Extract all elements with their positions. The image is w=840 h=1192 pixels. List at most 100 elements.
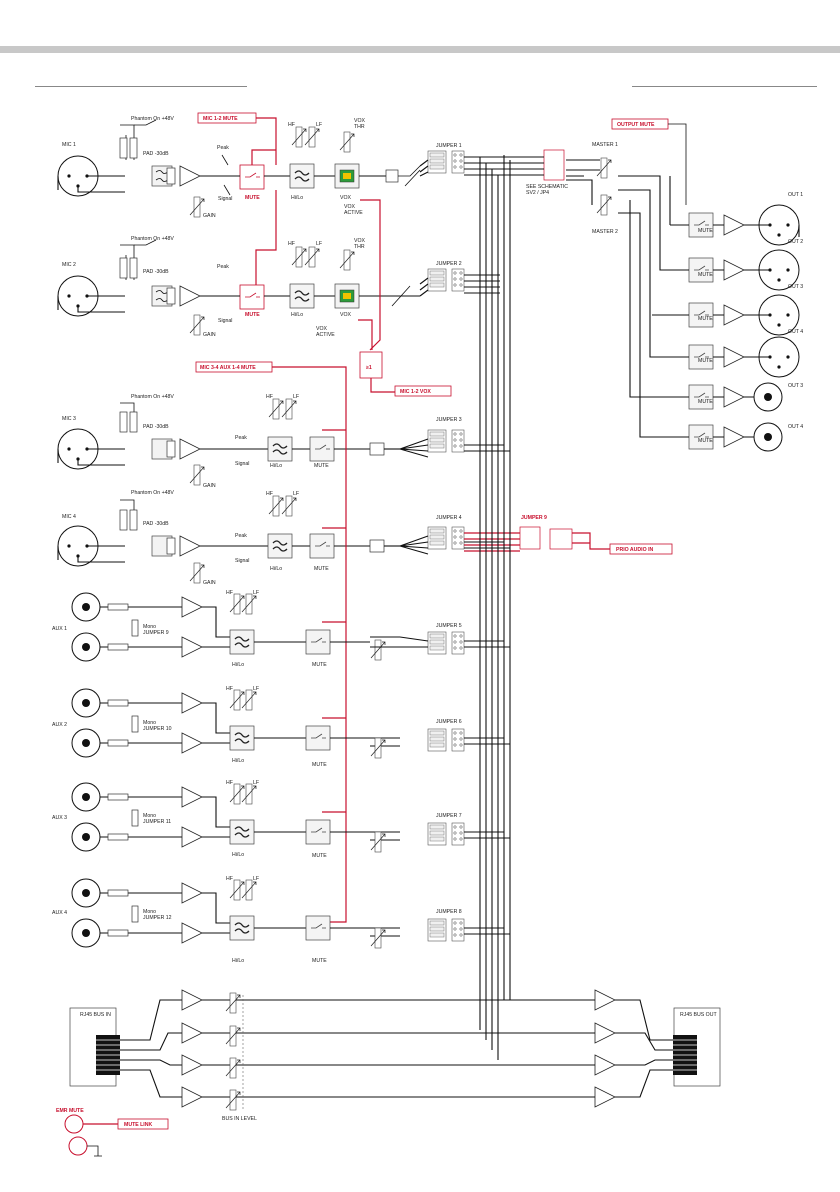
svg-text:VOX: VOX: [344, 204, 355, 210]
mic3-channel: MIC 3 Phantom On +48V PAD -30dB Peak Sig…: [57, 394, 400, 489]
phantom-label: Phantom On +48V: [131, 116, 174, 122]
svg-text:MUTE: MUTE: [245, 312, 260, 318]
mic12-mute-tag: MIC 1-2 MUTE: [203, 116, 238, 122]
svg-text:JUMPER 10: JUMPER 10: [143, 726, 172, 732]
svg-text:MUTE: MUTE: [312, 958, 327, 964]
svg-text:THR: THR: [354, 124, 365, 130]
svg-text:VOX: VOX: [354, 118, 365, 124]
svg-text:MUTE: MUTE: [312, 762, 327, 768]
hf-label: HF: [288, 122, 295, 128]
svg-text:AUX 4: AUX 4: [52, 910, 67, 916]
svg-text:LF: LF: [293, 491, 299, 497]
svg-text:JUMPER 12: JUMPER 12: [143, 915, 172, 921]
signal-label: Signal: [218, 196, 232, 202]
svg-text:JUMPER 2: JUMPER 2: [436, 261, 462, 267]
svg-text:Phantom On +48V: Phantom On +48V: [131, 490, 174, 496]
svg-text:SEE SCHEMATIC: SEE SCHEMATIC: [526, 184, 568, 190]
svg-text:AUX 1: AUX 1: [52, 626, 67, 632]
svg-text:HF: HF: [226, 686, 233, 692]
mute-link-tag: MUTE LINK: [124, 1122, 152, 1128]
svg-text:Hi/Lo: Hi/Lo: [232, 852, 244, 858]
svg-text:Signal: Signal: [235, 558, 249, 564]
svg-text:JUMPER 4: JUMPER 4: [436, 515, 462, 521]
mic34-aux-mute-tag: MIC 3-4 AUX 1-4 MUTE: [200, 365, 256, 371]
svg-text:ACTIVE: ACTIVE: [344, 210, 363, 216]
svg-text:Hi/Lo: Hi/Lo: [270, 463, 282, 469]
svg-text:MUTE: MUTE: [314, 463, 329, 469]
svg-text:MUTE: MUTE: [698, 358, 713, 364]
svg-text:SV2 / JP4: SV2 / JP4: [526, 190, 549, 196]
jumper1-label: JUMPER 1: [436, 143, 462, 149]
emr-mute-tag: EMR MUTE: [56, 1108, 84, 1114]
prio-audio-tag: PRIO AUDIO IN: [616, 547, 654, 553]
mute-label: MUTE: [245, 195, 260, 201]
svg-text:MUTE: MUTE: [312, 853, 327, 859]
mic2-label: MIC 2: [62, 262, 76, 268]
svg-text:Peak: Peak: [235, 435, 247, 441]
svg-text:MUTE: MUTE: [314, 566, 329, 572]
svg-text:MUTE: MUTE: [698, 438, 713, 444]
rj45-bus-in: RJ45 BUS IN BUS IN LEVEL: [69, 989, 498, 1122]
svg-text:JUMPER 7: JUMPER 7: [436, 813, 462, 819]
svg-text:JUMPER 8: JUMPER 8: [436, 909, 462, 915]
output-section: OUTPUT MUTE MASTER 1 MASTER 2 SEE SCHEMA…: [526, 118, 803, 452]
svg-text:PAD -30dB: PAD -30dB: [143, 424, 169, 430]
svg-text:ACTIVE: ACTIVE: [316, 332, 335, 338]
master1-label: MASTER 1: [592, 142, 618, 148]
svg-text:AUX 3: AUX 3: [52, 815, 67, 821]
svg-text:HF: HF: [226, 590, 233, 596]
svg-text:Hi/Lo: Hi/Lo: [232, 662, 244, 668]
svg-text:VOX: VOX: [340, 312, 351, 318]
header-rule-right: [632, 86, 817, 87]
mic4-channel: MIC 4 Phantom On +48V PAD -30dB Peak Sig…: [57, 490, 400, 586]
svg-text:OUT 2: OUT 2: [788, 239, 803, 245]
svg-text:HF: HF: [266, 394, 273, 400]
svg-text:Peak: Peak: [235, 533, 247, 539]
out1-label: OUT 1: [788, 192, 803, 198]
svg-text:Signal: Signal: [218, 318, 232, 324]
svg-text:LF: LF: [316, 241, 322, 247]
svg-text:HF: HF: [266, 491, 273, 497]
header-rule-left: [35, 86, 247, 87]
svg-text:JUMPER 11: JUMPER 11: [143, 819, 171, 825]
svg-text:HF: HF: [226, 780, 233, 786]
svg-text:LF: LF: [253, 876, 259, 882]
svg-text:MIC 4: MIC 4: [62, 514, 76, 520]
svg-text:HF: HF: [288, 241, 295, 247]
svg-text:THR: THR: [354, 244, 365, 250]
svg-text:OUT 3: OUT 3: [788, 284, 803, 290]
rj45-bus-out: RJ45 BUS OUT: [480, 989, 721, 1108]
emr-mute: EMR MUTE MUTE LINK: [56, 1108, 169, 1157]
header-band: [0, 46, 840, 53]
svg-text:GAIN: GAIN: [203, 483, 216, 489]
jumper9-label: JUMPER 9: [521, 515, 547, 521]
svg-text:Mono: Mono: [143, 909, 156, 915]
vox-label: VOX: [340, 195, 351, 201]
mic34-aux-mute-control: MIC 3-4 AUX 1-4 MUTE: [195, 361, 347, 923]
svg-text:Hi/Lo: Hi/Lo: [232, 958, 244, 964]
svg-text:RJ45 BUS OUT: RJ45 BUS OUT: [680, 1012, 717, 1018]
mic1-channel: MIC 1 Phantom On +48V PAD -30dB Peak Sig…: [57, 116, 232, 219]
svg-text:MUTE: MUTE: [698, 228, 713, 234]
svg-text:MUTE: MUTE: [698, 272, 713, 278]
gain-label: GAIN: [203, 213, 216, 219]
svg-text:Mono: Mono: [143, 813, 156, 819]
svg-text:Hi/Lo: Hi/Lo: [232, 758, 244, 764]
svg-text:MUTE: MUTE: [698, 316, 713, 322]
svg-text:HF: HF: [226, 876, 233, 882]
output-mute-tag: OUTPUT MUTE: [617, 122, 655, 128]
svg-text:LF: LF: [253, 590, 259, 596]
svg-text:Signal: Signal: [235, 461, 249, 467]
svg-text:LF: LF: [253, 686, 259, 692]
svg-text:PAD -30dB: PAD -30dB: [143, 521, 169, 527]
svg-text:GAIN: GAIN: [203, 332, 216, 338]
lf-label: LF: [316, 122, 322, 128]
mic1-label: MIC 1: [62, 142, 76, 148]
peak-label: Peak: [217, 145, 229, 151]
svg-text:Phantom On +48V: Phantom On +48V: [131, 236, 174, 242]
